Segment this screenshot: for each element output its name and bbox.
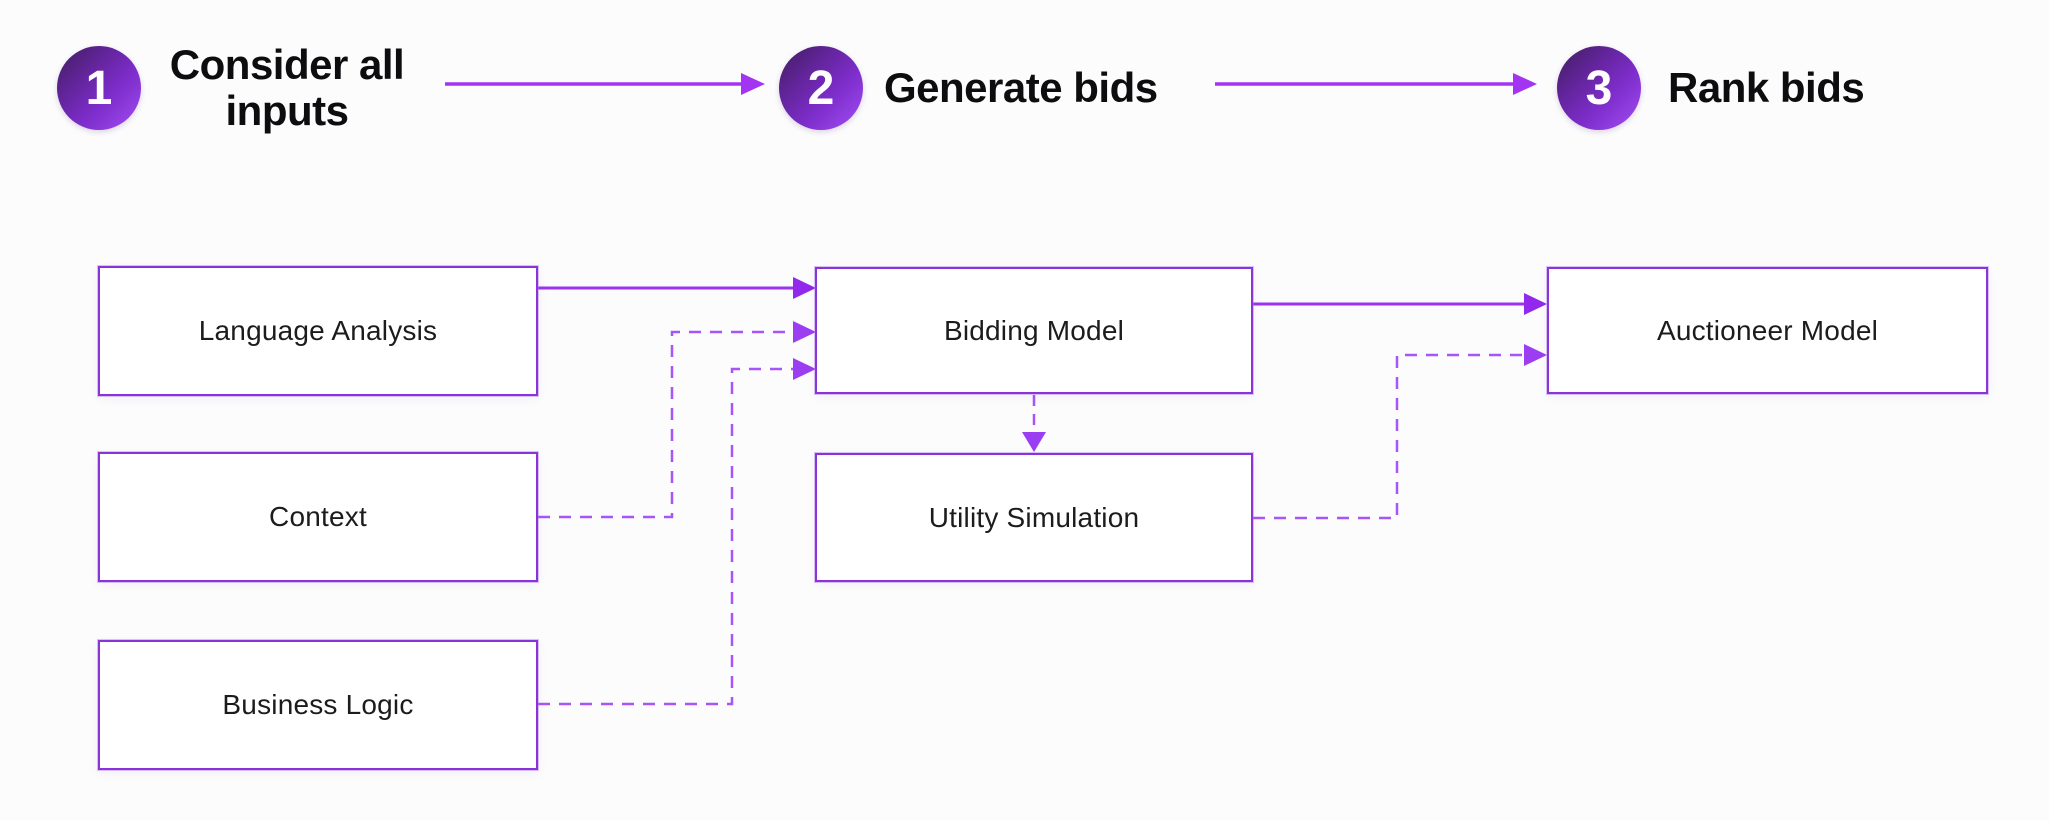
- step-2-label: Generate bids: [884, 64, 1158, 111]
- node-business-logic: Business Logic: [97, 639, 539, 771]
- edge-business-logic-arrowhead-icon: [793, 358, 816, 380]
- node-language-analysis: Language Analysis: [97, 265, 539, 397]
- edge-business-logic-to-bidding-model: [538, 367, 793, 706]
- edge-bidding-to-utility-arrowhead-icon: [1022, 432, 1046, 452]
- step-2-number: 2: [807, 61, 835, 115]
- node-context: Context: [97, 451, 539, 583]
- node-business-logic-label: Business Logic: [222, 689, 414, 720]
- node-language-analysis-label: Language Analysis: [198, 315, 438, 346]
- step-3-badge: 3: [1557, 46, 1641, 130]
- step-1-label: Consider all inputs: [169, 41, 405, 134]
- edge-utility-to-auctioneer-arrowhead-icon: [1524, 344, 1547, 366]
- node-auctioneer-model: Auctioneer Model: [1546, 266, 1989, 395]
- node-utility-simulation-label: Utility Simulation: [928, 501, 1140, 533]
- edge-context-arrowhead-icon: [793, 321, 816, 343]
- edge-context-to-bidding-model: [538, 330, 793, 519]
- step-2-badge: 2: [779, 46, 863, 130]
- step-3-label: Rank bids: [1668, 64, 1865, 111]
- edge-utility-simulation-to-auctioneer-model: [1253, 353, 1524, 520]
- node-utility-simulation: Utility Simulation: [814, 452, 1254, 583]
- step-arrow-2-to-3-arrowhead-icon: [1513, 73, 1537, 95]
- edge-language-analysis-arrowhead-icon: [793, 277, 816, 299]
- step-arrow-1-to-2-arrowhead-icon: [741, 73, 765, 95]
- node-context-label: Context: [269, 501, 367, 532]
- node-bidding-model: Bidding Model: [814, 266, 1254, 395]
- node-bidding-model-label: Bidding Model: [943, 314, 1125, 346]
- step-1-badge: 1: [57, 46, 141, 130]
- step-1-number: 1: [85, 61, 113, 115]
- edge-bidding-to-auctioneer-arrowhead-icon: [1524, 293, 1547, 315]
- node-auctioneer-model-label: Auctioneer Model: [1656, 314, 1879, 346]
- step-3-number: 3: [1585, 61, 1613, 115]
